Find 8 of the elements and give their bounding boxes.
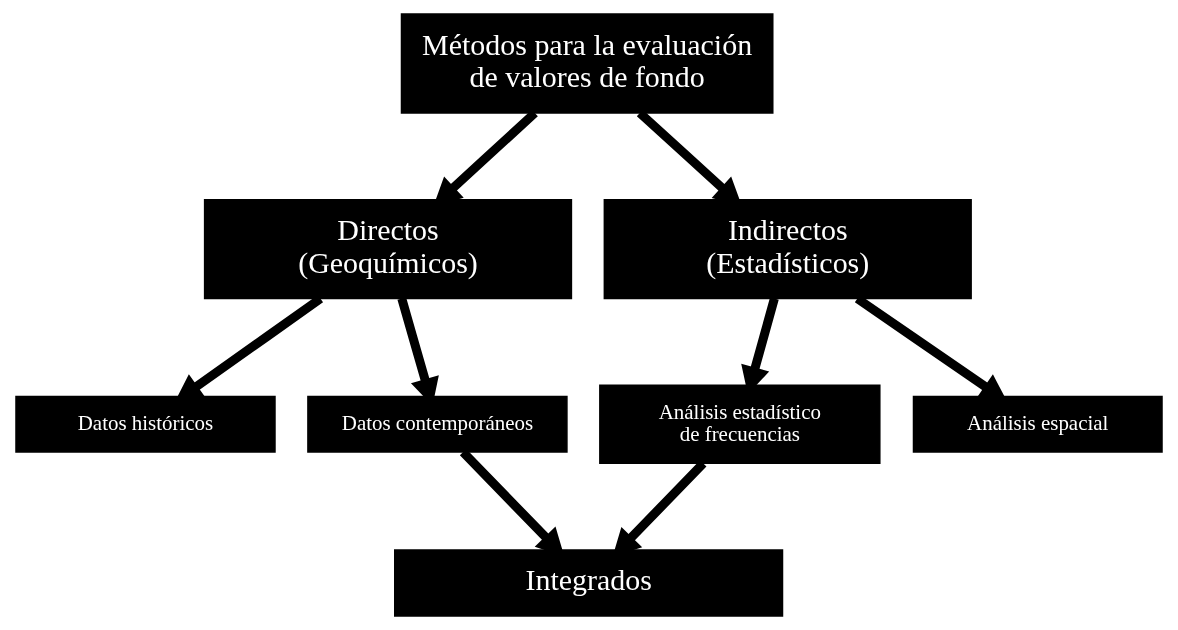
node-box: Métodos para la evaluación de valores de fondo	[400, 13, 774, 114]
node-box: Indirectos (Estadísticos)	[603, 198, 972, 300]
node-box: Datos contemporáneos	[307, 395, 568, 453]
node-box: Integrados	[394, 549, 784, 617]
node-box: Datos históricos	[15, 395, 276, 453]
node-box: Directos (Geoquímicos)	[203, 198, 573, 300]
node-box: Análisis espacial	[912, 395, 1163, 453]
node-box: Análisis estadístico de frecuencias	[599, 384, 881, 464]
